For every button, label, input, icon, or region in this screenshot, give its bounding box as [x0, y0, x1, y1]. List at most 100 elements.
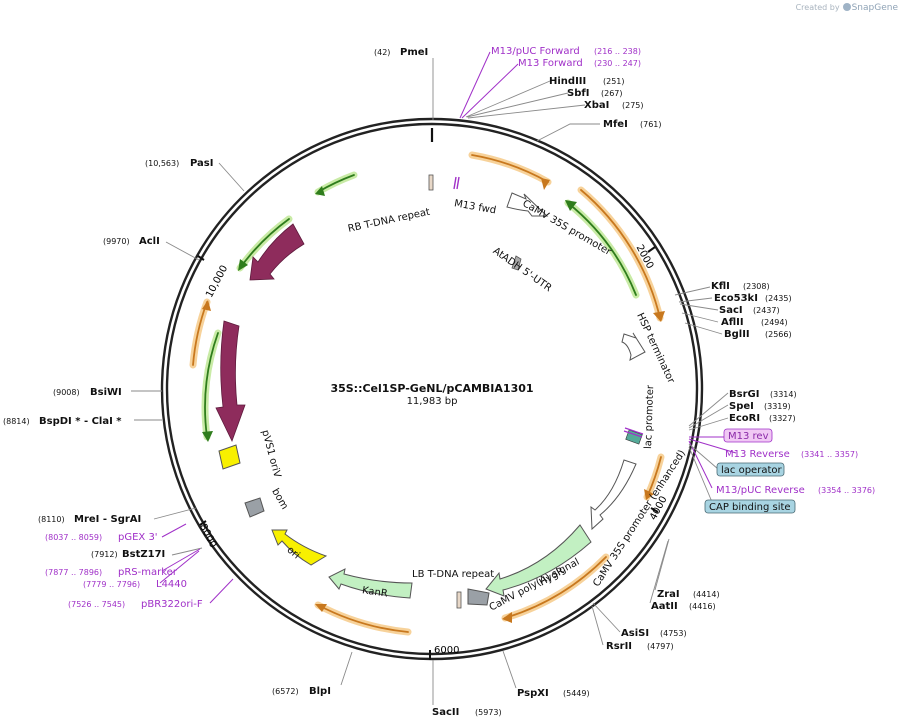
primer-M13-Forward: M13 Forward — [518, 58, 583, 69]
primer-M13-pUC-Reverse: M13/pUC Reverse — [716, 485, 805, 496]
lac-cluster — [623, 427, 644, 445]
tick-8000 — [199, 520, 207, 526]
primer-range-L4440: (7779 .. 7796) — [83, 580, 140, 589]
orange-arrow-2 — [580, 189, 661, 319]
enzyme-pos-AatII: (4416) — [689, 602, 716, 611]
enzyme-pos-BglII: (2566) — [765, 330, 792, 339]
enzyme-ZraI: ZraI — [657, 589, 680, 600]
enzyme-pos-EcoRI: (3327) — [769, 414, 796, 423]
label-bom: bom — [269, 487, 290, 512]
pVS1-oriV-box — [218, 444, 241, 470]
label-lac-promoter: lac promoter — [643, 384, 656, 449]
primer-pBR322ori-F: pBR322ori-F — [141, 599, 203, 610]
snapgene-logo-icon — [842, 3, 851, 11]
green-arrow-2 — [567, 202, 637, 296]
tick-label-6000: 6000 — [434, 645, 459, 656]
box-M13-rev — [723, 428, 773, 443]
enzyme-SbfI: SbfI — [567, 88, 589, 99]
box-label-M13-rev: M13 rev — [728, 431, 769, 442]
enzyme-Eco53kI: Eco53kI — [714, 293, 758, 304]
plasmid-size: 11,983 bp — [407, 396, 458, 407]
label-pVS1-StaA: pVS1 StaA — [289, 245, 330, 293]
enzyme-pos-Eco53kI: (2435) — [765, 294, 792, 303]
enzyme-pos-SacII: (5973) — [475, 708, 502, 717]
enzyme-RsrII: RsrII — [606, 641, 632, 652]
enzyme-XbaI: XbaI — [584, 100, 609, 111]
label-RB-T-DNA-repeat: RB T-DNA repeat — [347, 207, 431, 235]
enzyme-SpeI: SpeI — [729, 401, 754, 412]
tick-2000 — [647, 246, 656, 253]
boxed-feature-leaders — [688, 443, 719, 503]
HSP-terminator-arrow — [621, 332, 646, 361]
enzyme-SacII: SacII — [432, 707, 459, 718]
tick-4000 — [650, 507, 659, 513]
enzyme-AsiSI: AsiSI — [621, 628, 649, 639]
enzyme-pos-BsiWI: (9008) — [53, 388, 80, 397]
orange-arrow-head-2 — [653, 311, 665, 322]
orange-arrow-head-1 — [541, 178, 550, 190]
plasmid-name: 35S::Cel1SP-GeNL/pCAMBIA1301 — [330, 382, 533, 395]
HygR-arrow — [485, 524, 592, 597]
enzyme-pos-PasI: (10,563) — [145, 159, 179, 168]
enzyme-pos-AclI: (9970) — [103, 237, 130, 246]
primer-pRS-marker: pRS-marker — [118, 567, 178, 578]
primer-range-pRS-marker: (7877 .. 7896) — [45, 568, 102, 577]
enzyme-PmeI: PmeI — [400, 47, 428, 58]
tick-label-8000: 8000 — [197, 522, 219, 550]
primer-range-M13-pUC-Reverse: (3354 .. 3376) — [818, 486, 875, 495]
tick-10000 — [197, 255, 205, 261]
label-pVS1-RepA: pVS1 RepA — [243, 326, 263, 389]
enzyme-pos-PmeI: (42) — [374, 48, 390, 57]
enzyme-pos-BsrGI: (3314) — [770, 390, 797, 399]
green-arrow-head-1 — [315, 186, 325, 196]
pVS1-RepA-arrow — [215, 320, 246, 443]
green-arrow-1 — [317, 174, 355, 193]
CaMV-35S-promoter-arrow — [506, 192, 549, 217]
AtADH-5UTR-mark — [511, 255, 522, 271]
primer-pGEX3: pGEX 3' — [118, 532, 158, 543]
enzyme-KflI: KflI — [711, 281, 730, 292]
bom-box — [244, 497, 265, 518]
enzyme-BsrGI: BsrGI — [729, 389, 759, 400]
enzyme-pos-XbaI: (275) — [622, 101, 644, 110]
orange-arrow-glow-5 — [314, 601, 412, 636]
enzyme-pos-AflII: (2494) — [761, 318, 788, 327]
label-KanR: KanR — [361, 585, 388, 599]
enzyme-MfeI: MfeI — [603, 119, 628, 130]
green-arrows — [201, 171, 640, 442]
green-arrow-head-3 — [238, 259, 248, 271]
enzyme-MreI-SgrAI: MreI - SgrAI — [74, 514, 141, 525]
label-CaMV-35S-enhanced: CaMV 35S promoter (enhanced) — [591, 448, 688, 589]
enzyme-pos-SacI: (2437) — [753, 306, 780, 315]
enzyme-pos-SpeI: (3319) — [764, 402, 791, 411]
green-arrow-head-4 — [202, 431, 213, 442]
orange-arrow-head-4 — [502, 612, 512, 623]
enzyme-BspDI-ClaI: BspDI * - ClaI * — [39, 416, 122, 427]
CaMV-35S-enhanced-arrow — [590, 459, 637, 531]
orange-arrow-head-3 — [644, 489, 654, 500]
enzyme-BstZ17I: BstZ17I — [122, 549, 165, 560]
RB-T-DNA-repeat-mark — [428, 174, 434, 191]
enzyme-pos-BstZ17I: (7912) — [91, 550, 118, 559]
backbone-outer — [160, 117, 704, 661]
enzyme-BglII: BglII — [724, 329, 750, 340]
enzyme-pos-MreI-SgrAI: (8110) — [38, 515, 65, 524]
label-M13-fwd: M13 fwd — [453, 198, 497, 216]
primer-range-M13-pUC-Forward: (216 .. 238) — [594, 47, 641, 56]
orange-arrow-head-6 — [202, 300, 211, 311]
LB-T-DNA-repeat-mark — [456, 591, 462, 609]
orange-arrow-4 — [504, 556, 607, 619]
primer-M13-Reverse: M13 Reverse — [725, 449, 790, 460]
enzyme-pos-BspDI-ClaI: (8814) — [3, 417, 30, 426]
green-arrow-head-2 — [565, 200, 577, 211]
boxed-features: M13 rev lac operator CAP binding site — [704, 428, 796, 514]
backbone-inner — [165, 122, 699, 656]
tick-label-10000: 10,000 — [204, 264, 230, 300]
enzyme-labels: (42) PmeI HindIII (251) SbfI (267) XbaI … — [3, 47, 797, 718]
orange-outer-arrows — [189, 151, 665, 636]
primer-range-pBR322ori-F: (7526 .. 7545) — [68, 600, 125, 609]
KanR-arrow — [328, 568, 413, 599]
box-label-CAP-binding-site: CAP binding site — [709, 502, 791, 513]
